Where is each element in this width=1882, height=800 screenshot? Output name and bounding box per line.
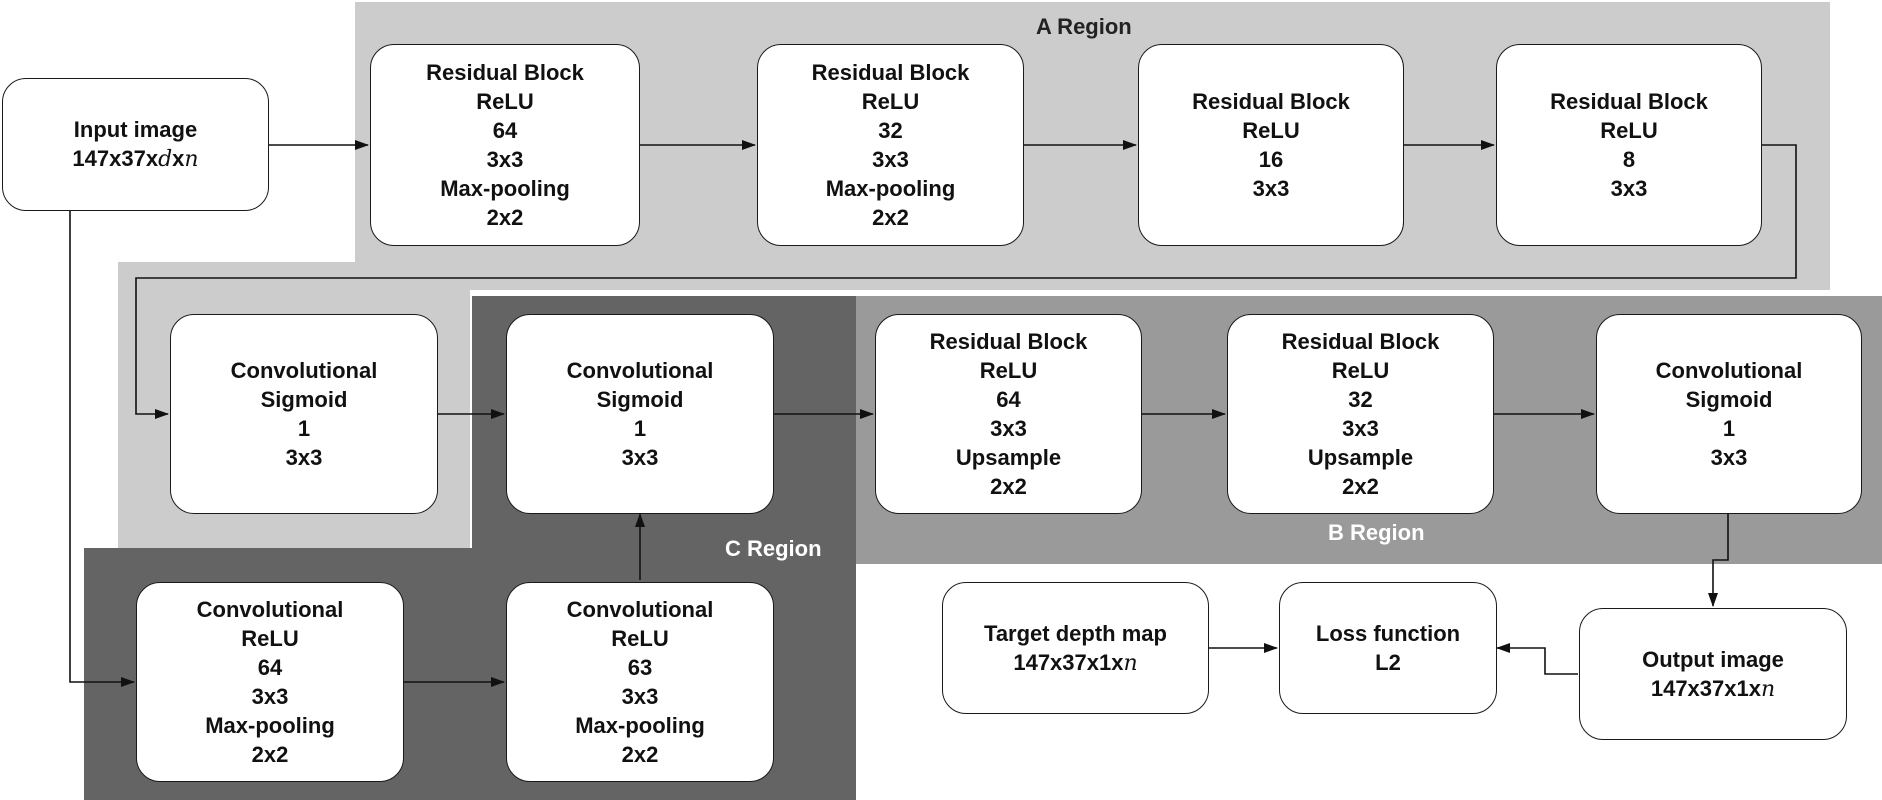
node-line: Upsample bbox=[955, 445, 1062, 470]
node-line: Max-pooling bbox=[205, 713, 335, 738]
node-line: 1 bbox=[633, 416, 647, 441]
node-line: Max-pooling bbox=[575, 713, 705, 738]
region-b-label: B Region bbox=[1328, 520, 1425, 545]
node-line: ReLU bbox=[241, 626, 299, 651]
node-line: 2x2 bbox=[251, 742, 289, 767]
node-line: 32 bbox=[1348, 387, 1373, 412]
node-line: Loss function bbox=[1315, 621, 1461, 646]
node-line: 64 bbox=[996, 387, 1021, 412]
node-line: Residual Block bbox=[929, 329, 1088, 354]
node-line: ReLU bbox=[861, 89, 920, 114]
node-line: Sigmoid bbox=[596, 387, 684, 412]
dimensions-text: 147x37x1x bbox=[1650, 675, 1761, 701]
math-variable: x bbox=[172, 146, 185, 171]
node-line: 3x3 bbox=[872, 147, 909, 172]
node-line: Residual Block bbox=[1550, 89, 1708, 114]
node-line: 16 bbox=[1258, 147, 1284, 172]
node-line: 2x2 bbox=[872, 205, 909, 230]
node-line: L2 bbox=[1375, 650, 1401, 675]
node-line: Input image bbox=[73, 117, 198, 142]
node-line: 2x2 bbox=[486, 205, 524, 230]
node-line: 2x2 bbox=[1342, 474, 1379, 499]
node-line: 3x3 bbox=[285, 445, 323, 470]
arrow-input-to-cr64 bbox=[69, 211, 135, 687]
node-dimensions: 147x37x1xn bbox=[1651, 674, 1775, 704]
node-line: Convolutional bbox=[196, 597, 344, 622]
arrow-output-to-loss bbox=[1496, 643, 1578, 675]
node-line: ReLU bbox=[979, 358, 1038, 383]
node-line: ReLU bbox=[476, 89, 534, 114]
node-line: ReLU bbox=[1331, 358, 1390, 383]
node-line: 32 bbox=[878, 118, 903, 143]
arrow-rb8-to-conv-a bbox=[135, 144, 1797, 419]
arrow-conv-b-to-output bbox=[1708, 514, 1729, 607]
node-line: Max-pooling bbox=[440, 176, 570, 201]
node-line: ReLU bbox=[611, 626, 669, 651]
node-line: 3x3 bbox=[1710, 445, 1748, 470]
node-line: Output image bbox=[1642, 646, 1784, 672]
node-line: 3x3 bbox=[1252, 176, 1290, 201]
node-line: Residual Block bbox=[1192, 89, 1350, 114]
dimensions-text: 147x37x1x bbox=[1013, 649, 1124, 675]
node-line: ReLU bbox=[1242, 118, 1300, 143]
node-line: 1 bbox=[297, 416, 311, 441]
node-line: Residual Block bbox=[1281, 329, 1440, 354]
node-line: Convolutional bbox=[1655, 358, 1803, 383]
node-line: Sigmoid bbox=[1685, 387, 1773, 412]
node-line: Target depth map bbox=[984, 620, 1167, 646]
node-line: Residual Block bbox=[811, 60, 970, 85]
node-line: Convolutional bbox=[566, 597, 714, 622]
node-line: 2x2 bbox=[621, 742, 659, 767]
node-line: 3x3 bbox=[1342, 416, 1379, 441]
node-line: Convolutional bbox=[230, 358, 378, 383]
node-line: Sigmoid bbox=[260, 387, 348, 412]
node-line: 64 bbox=[257, 655, 283, 680]
node-line: 8 bbox=[1622, 147, 1636, 172]
math-variable: d bbox=[158, 147, 173, 172]
node-dimensions: 147x37xdxn bbox=[72, 144, 198, 174]
region-c-label: C Region bbox=[725, 536, 822, 561]
node-line: 3x3 bbox=[1610, 176, 1648, 201]
node-line: 1 bbox=[1722, 416, 1736, 441]
node-dimensions: 147x37x1xn bbox=[1013, 648, 1137, 678]
node-line: ReLU bbox=[1600, 118, 1658, 143]
node-line: 64 bbox=[492, 118, 518, 143]
node-line: 3x3 bbox=[251, 684, 289, 709]
node-line: 3x3 bbox=[990, 416, 1027, 441]
node-line: Convolutional bbox=[566, 358, 714, 383]
node-line: 3x3 bbox=[621, 445, 659, 470]
node-line: 2x2 bbox=[990, 474, 1027, 499]
node-line: Residual Block bbox=[426, 60, 584, 85]
region-a-label: A Region bbox=[1036, 14, 1132, 39]
math-variable: n bbox=[1123, 650, 1138, 676]
node-line: Max-pooling bbox=[825, 176, 956, 201]
node-line: 3x3 bbox=[621, 684, 659, 709]
node-line: 63 bbox=[627, 655, 653, 680]
math-variable: n bbox=[1760, 676, 1776, 702]
node-line: 3x3 bbox=[486, 147, 524, 172]
dimensions-text: 147x37x bbox=[72, 146, 159, 171]
math-variable: n bbox=[184, 147, 199, 172]
node-line: Upsample bbox=[1307, 445, 1414, 470]
